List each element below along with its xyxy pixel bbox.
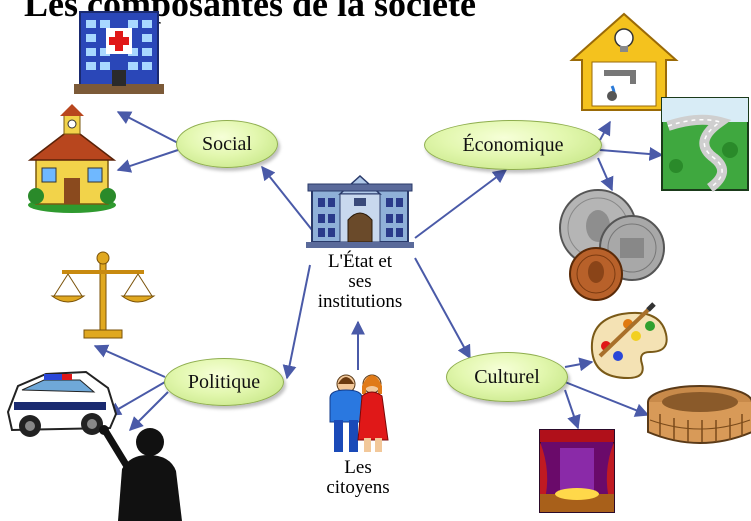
- palette-icon: [590, 302, 668, 380]
- citizens-label-line1: Les: [344, 457, 372, 478]
- house-utilities-icon: [569, 12, 679, 111]
- theatre-stage-icon: [539, 429, 615, 513]
- node-social: Social: [176, 120, 278, 168]
- arrow-center-culturel: [414, 257, 471, 360]
- arrow-center-politique: [282, 264, 311, 380]
- center-label-line3: institutions: [317, 291, 403, 312]
- node-culturel: Culturel: [446, 352, 568, 402]
- connector-arrows: [93, 111, 664, 431]
- government-building-icon: [306, 174, 414, 248]
- arrow-pol-scales: [93, 344, 166, 378]
- arrow-pol-police: [106, 381, 166, 416]
- arrow-center-social: [261, 165, 321, 241]
- school-icon: [27, 104, 117, 213]
- citizens-label-line2: citoyens: [326, 477, 390, 498]
- arrow-cult-palette: [564, 357, 594, 372]
- coins-icon: [559, 189, 665, 301]
- arrow-pol-speaker: [129, 391, 169, 431]
- arrow-cult-colosseum: [564, 381, 650, 417]
- center-label: L'État et ses institutions: [300, 252, 420, 312]
- speaker-silhouette-icon: [99, 425, 182, 521]
- police-car-icon: [6, 370, 118, 437]
- hospital-icon: [74, 11, 164, 94]
- citizens-label: Les citoyens: [300, 458, 416, 498]
- node-economique: Économique: [424, 120, 602, 170]
- arrow-eco-coins: [597, 157, 614, 192]
- center-label-line2: ses: [348, 271, 372, 292]
- arrow-social-school: [116, 149, 179, 173]
- arrow-eco-house: [597, 120, 611, 141]
- node-politique: Politique: [164, 358, 284, 406]
- arrow-cult-theatre: [564, 389, 581, 430]
- road-landscape-icon: [661, 97, 749, 193]
- colosseum-icon: [647, 385, 751, 444]
- citizens-icon: [329, 374, 389, 452]
- scales-of-justice-icon: [50, 251, 156, 339]
- arrow-eco-road: [599, 147, 664, 161]
- center-label-line1: L'État et: [327, 251, 393, 272]
- arrow-center-economique: [414, 169, 508, 239]
- arrow-social-hospital: [116, 111, 179, 144]
